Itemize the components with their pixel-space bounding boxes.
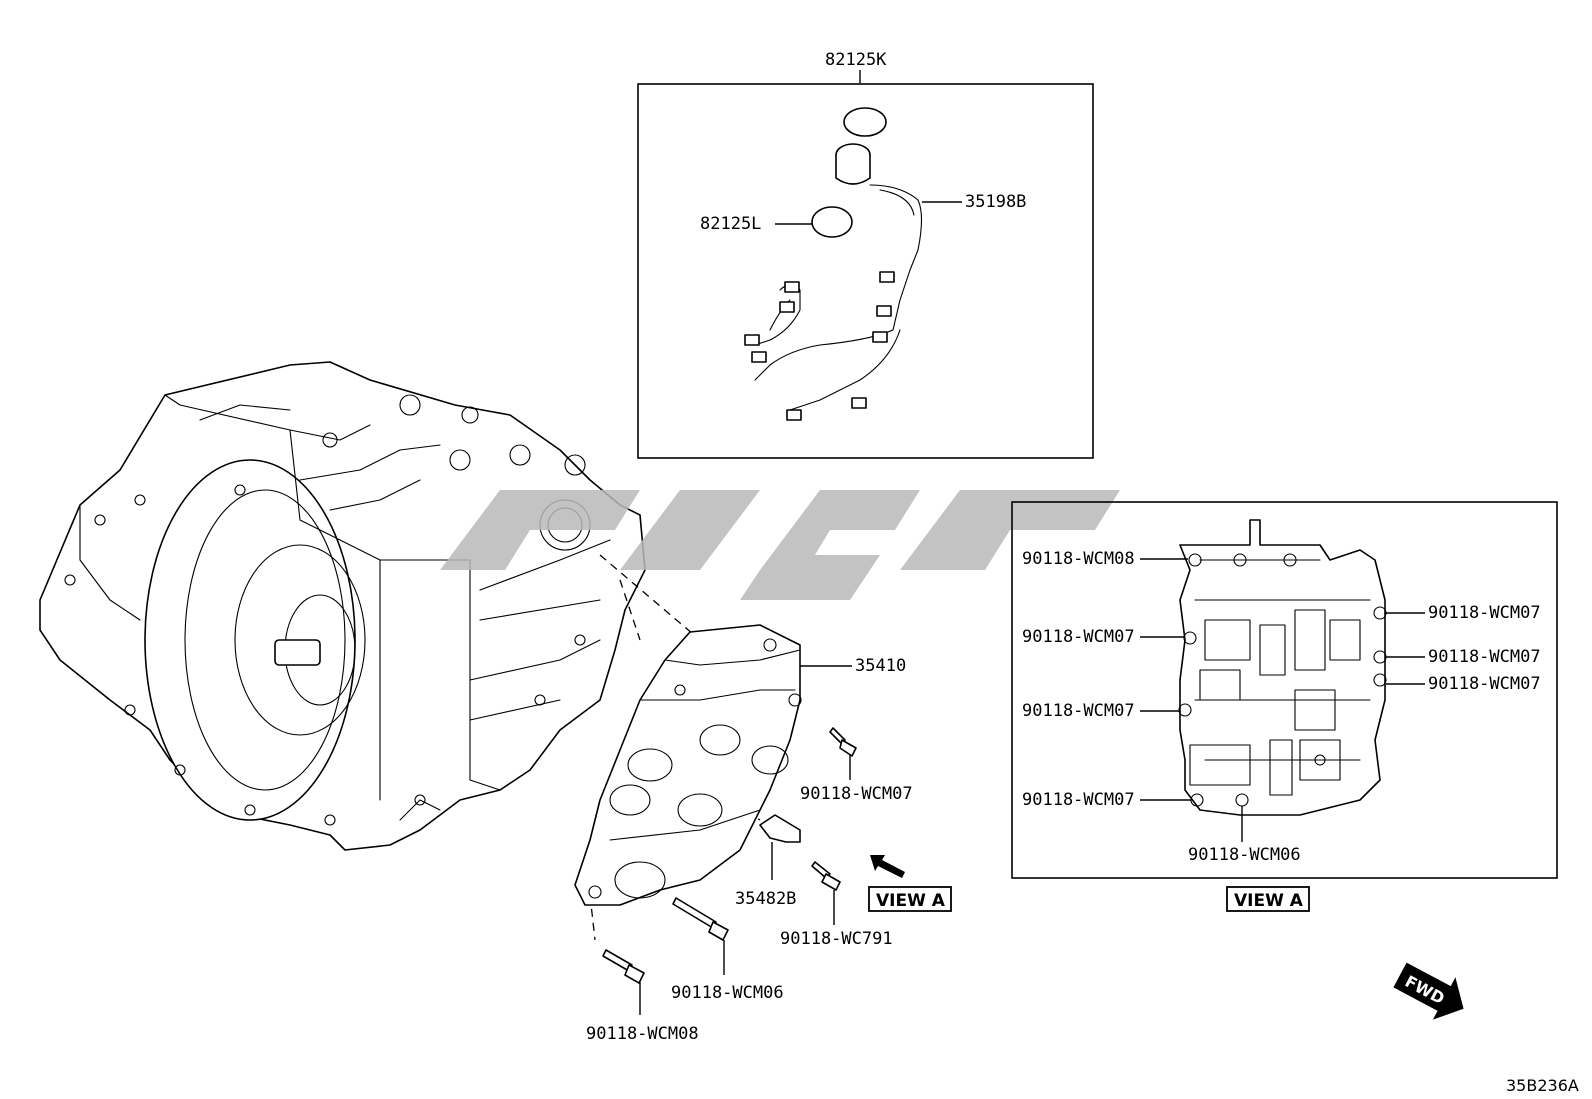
label-35410: 35410 <box>855 656 906 676</box>
label-bolt-valve-top: 90118-WCM07 <box>800 784 913 804</box>
drawing-code: 35B236A <box>1506 1076 1579 1095</box>
view-a-tag-right: VIEW A <box>1234 891 1304 911</box>
alignment-line-mid <box>619 579 641 641</box>
view-direction-arrow-icon <box>870 855 905 878</box>
callout-left-1: 90118-WCM08 <box>1022 549 1135 569</box>
callout-right-2: 90118-WCM07 <box>1428 647 1541 667</box>
sensor-drawing <box>759 814 801 843</box>
bolt-sensor <box>811 861 841 891</box>
transaxle-housing <box>39 361 646 851</box>
valve-body-drawing <box>574 624 802 906</box>
label-bolt-lower-mid: 90118-WCM06 <box>671 983 784 1003</box>
callout-right-1: 90118-WCM07 <box>1428 603 1541 623</box>
view-a-tag-right-box <box>1226 886 1310 912</box>
label-35482b: 35482B <box>735 889 796 909</box>
fwd-arrow-icon: FWD <box>1393 962 1464 1020</box>
wire-harness-drawing <box>744 107 923 421</box>
callout-bottom: 90118-WCM06 <box>1188 845 1301 865</box>
harness-kit-box <box>637 83 1094 459</box>
label-bolt-sensor: 90118-WC791 <box>780 929 893 949</box>
label-82125l: 82125L <box>700 214 761 234</box>
callout-left-4: 90118-WCM07 <box>1022 790 1135 810</box>
label-82125k: 82125K <box>825 50 887 70</box>
view-a-tag-left: VIEW A <box>876 891 946 911</box>
watermark-logo <box>440 490 1120 600</box>
callout-left-2: 90118-WCM07 <box>1022 627 1135 647</box>
label-35198b: 35198B <box>965 192 1026 212</box>
bolt-lower-left <box>602 949 645 984</box>
bolt-valve-top <box>829 727 857 757</box>
label-bolt-lower-left: 90118-WCM08 <box>586 1024 699 1044</box>
view-a-box <box>1011 501 1558 879</box>
callout-right-3: 90118-WCM07 <box>1428 674 1541 694</box>
bolt-lower-mid <box>672 897 729 941</box>
callout-left-3: 90118-WCM07 <box>1022 701 1135 721</box>
alignment-line-upper <box>599 554 701 641</box>
valve-body-view-a-drawing <box>1178 519 1387 816</box>
view-a-tag-left-box <box>868 886 952 912</box>
